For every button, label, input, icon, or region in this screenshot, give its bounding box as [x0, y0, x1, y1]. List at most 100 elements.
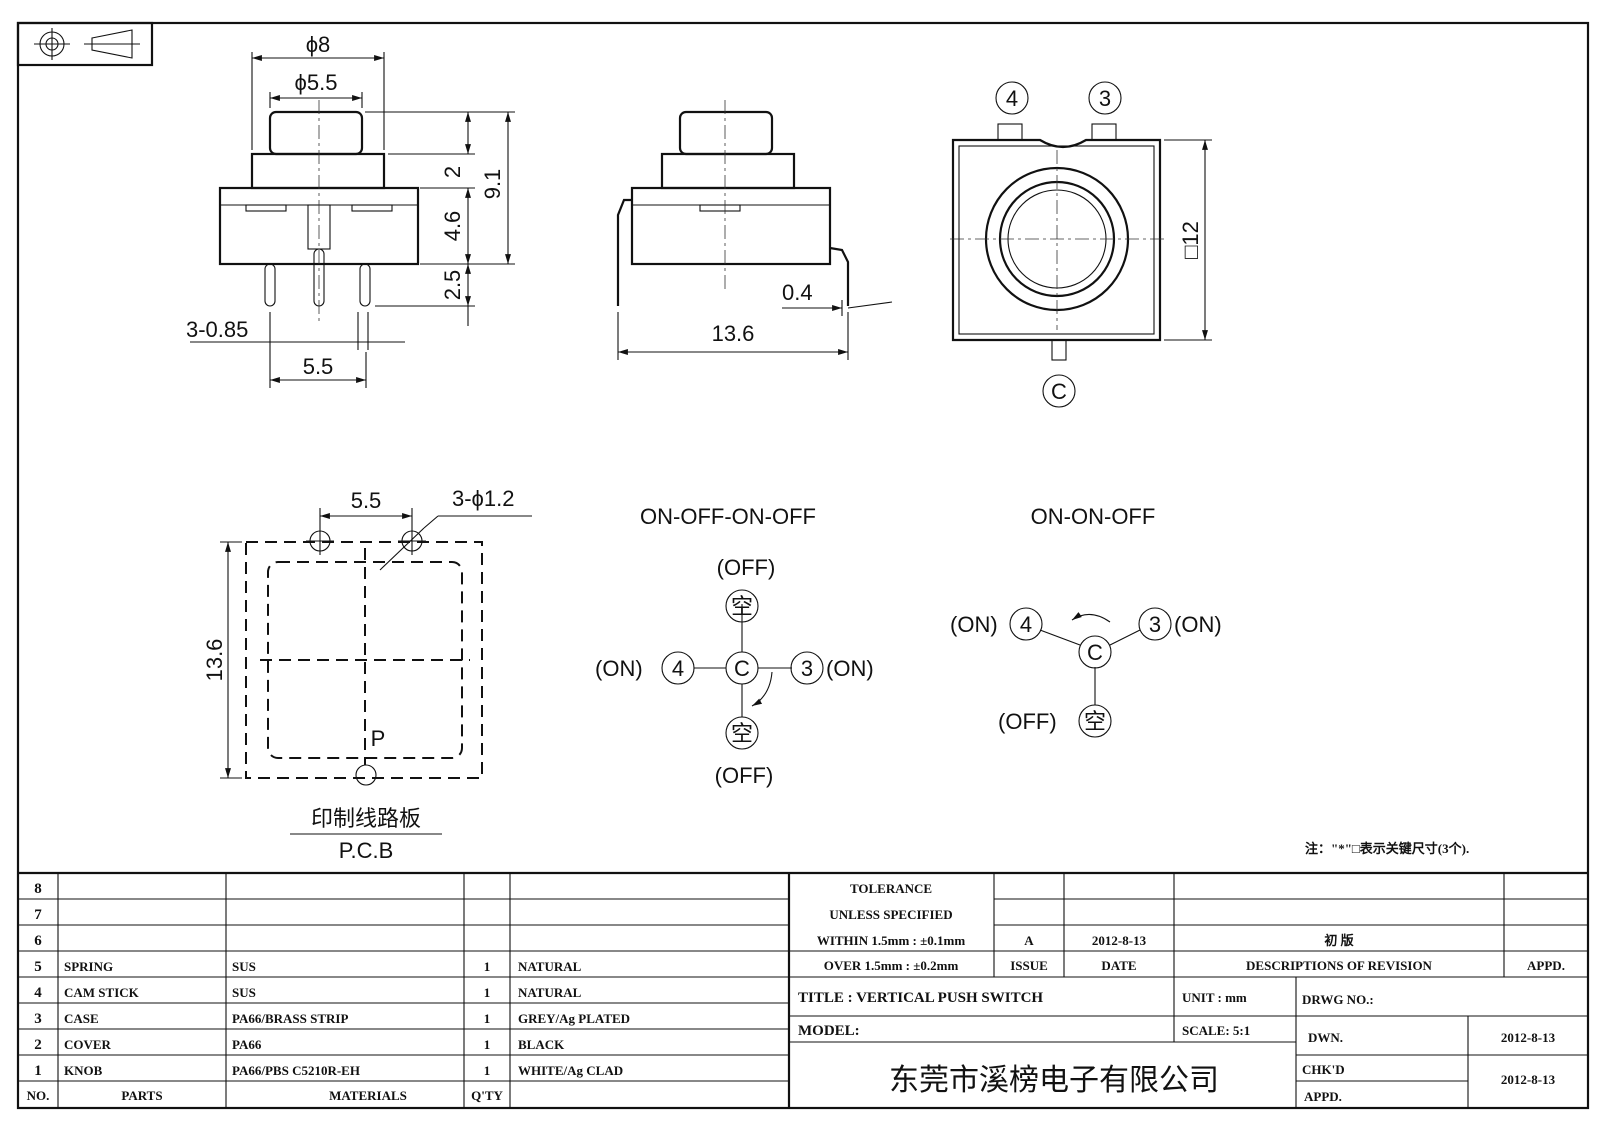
front-pin-height: 2.5: [440, 270, 465, 301]
front-total-height: 9.1: [480, 169, 505, 200]
diagram-1-pin-4: 4: [672, 656, 684, 681]
dwn-label: DWN.: [1308, 1030, 1343, 1045]
parts-row-no: 1: [34, 1063, 42, 1079]
diagram-2-right: (ON): [1174, 612, 1222, 637]
parts-row-6: 6: [34, 933, 42, 949]
diagram-1-null-bottom: 空: [731, 721, 753, 746]
parts-row-qty: 1: [484, 1037, 491, 1052]
revision-header-issue: ISSUE: [1010, 958, 1048, 973]
diagram-1-null-top: 空: [731, 594, 753, 619]
drawing-title: TITLE : VERTICAL PUSH SWITCH: [798, 990, 1043, 1006]
parts-row-finish: WHITE/Ag CLAD: [518, 1063, 623, 1078]
pcb-label-en: P.C.B: [339, 838, 394, 863]
parts-row-qty: 1: [484, 1063, 491, 1078]
parts-row-part: COVER: [64, 1037, 112, 1052]
front-dia-outer: ϕ8: [306, 32, 331, 57]
top-size: □12: [1178, 221, 1203, 259]
parts-row-no: 4: [34, 985, 42, 1001]
diagram-1-left: (ON): [595, 656, 643, 681]
revision-desc: 初 版: [1324, 933, 1353, 948]
parts-row-material: SUS: [232, 985, 256, 1000]
front-dia-inner: ϕ5.5: [295, 70, 338, 95]
drawing-scale: SCALE: 5:1: [1182, 1023, 1250, 1038]
front-pin-diameter: 3-0.85: [186, 317, 248, 342]
tolerance-line-4: OVER 1.5mm : ±0.2mm: [824, 958, 959, 973]
parts-row-no: 3: [34, 1011, 42, 1027]
front-cap-height: 2: [440, 166, 465, 178]
projection-symbol-icon: [16, 21, 154, 67]
drawing-model: MODEL:: [798, 1023, 860, 1039]
front-pin-pitch: 5.5: [303, 354, 334, 379]
revision-issue: A: [1024, 933, 1034, 948]
parts-table: 8 7 6 5 SPRING SUS 1 NATURAL 4 CAM STICK…: [27, 881, 630, 1103]
pcb-layout: [220, 508, 532, 835]
switch-diagram-2: [1009, 607, 1172, 738]
parts-header-materials: MATERIALS: [329, 1088, 407, 1103]
tolerance-line-3: WITHIN 1.5mm : ±0.1mm: [817, 933, 965, 948]
switch-diagram-1: [661, 589, 824, 750]
pcb-size: 13.6: [202, 639, 227, 682]
tolerance-line-2: UNLESS SPECIFIED: [829, 907, 952, 922]
revision-date: 2012-8-13: [1092, 933, 1147, 948]
drawing-number-label: DRWG NO.:: [1302, 992, 1374, 1007]
top-pin-3-label: 3: [1099, 86, 1111, 111]
parts-row-material: SUS: [232, 959, 256, 974]
top-view: [950, 81, 1212, 408]
diagram-2-pin-c: C: [1087, 640, 1103, 665]
parts-row-no: 8: [34, 881, 42, 897]
parts-row-no: 6: [34, 933, 42, 949]
side-thickness: 0.4: [782, 280, 813, 305]
title-block-grid: [18, 871, 1588, 1108]
diagram-1-pin-3: 3: [801, 656, 813, 681]
chkd-date: 2012-8-13: [1501, 1072, 1556, 1087]
top-pin-c-label: C: [1051, 379, 1067, 404]
parts-row-material: PA66/PBS C5210R-EH: [232, 1063, 360, 1078]
parts-row-finish: NATURAL: [518, 959, 582, 974]
drawing-unit: UNIT : mm: [1182, 990, 1247, 1005]
diagram-2-title: ON-ON-OFF: [1031, 504, 1156, 529]
parts-row-material: PA66: [232, 1037, 262, 1052]
parts-row-finish: GREY/Ag PLATED: [518, 1011, 630, 1026]
drawing-frame: [16, 21, 1590, 1110]
company-name: 东莞市溪榜电子有限公司: [889, 1063, 1219, 1098]
parts-row-part: KNOB: [64, 1063, 103, 1078]
tolerance-line-1: TOLERANCE: [850, 881, 932, 896]
parts-row-finish: BLACK: [518, 1037, 565, 1052]
parts-row-5: 5 SPRING SUS 1 NATURAL: [34, 959, 581, 975]
parts-row-qty: 1: [484, 985, 491, 1000]
parts-row-no: 7: [34, 907, 42, 923]
pcb-marker: P: [371, 726, 386, 751]
diagram-2-bottom: (OFF): [998, 709, 1057, 734]
diagram-1-right: (ON): [826, 656, 874, 681]
parts-row-2: 2 COVER PA66 1 BLACK: [34, 1037, 565, 1053]
front-body-height: 4.6: [440, 211, 465, 242]
pcb-pitch: 5.5: [351, 488, 382, 513]
parts-row-finish: NATURAL: [518, 985, 582, 1000]
revision-header-date: DATE: [1101, 958, 1136, 973]
diagram-1-title: ON-OFF-ON-OFF: [640, 504, 816, 529]
diagram-1-top: (OFF): [717, 555, 776, 580]
diagram-2-null: 空: [1084, 709, 1106, 734]
side-width: 13.6: [712, 321, 755, 346]
chkd-label: CHK'D: [1302, 1062, 1345, 1077]
revision-header-desc: DESCRIPTIONS OF REVISION: [1246, 958, 1433, 973]
dwn-date: 2012-8-13: [1501, 1030, 1556, 1045]
parts-row-3: 3 CASE PA66/BRASS STRIP 1 GREY/Ag PLATED: [34, 1011, 630, 1027]
diagram-1-pin-c: C: [734, 656, 750, 681]
parts-row-material: PA66/BRASS STRIP: [232, 1011, 348, 1026]
parts-row-part: CASE: [64, 1011, 99, 1026]
parts-row-part: CAM STICK: [64, 985, 140, 1000]
front-view: [190, 52, 515, 388]
key-dimension-note: 注："*"□表示关键尺寸(3个).: [1305, 841, 1469, 856]
pcb-holes: 3-ϕ1.2: [452, 486, 514, 511]
parts-row-4: 4 CAM STICK SUS 1 NATURAL: [34, 985, 581, 1001]
parts-row-7: 7: [34, 907, 42, 923]
parts-row-no: 2: [34, 1037, 42, 1053]
appd-label: APPD.: [1304, 1089, 1342, 1104]
parts-row-qty: 1: [484, 1011, 491, 1026]
parts-header-no: NO.: [27, 1088, 50, 1103]
side-view: [616, 100, 893, 360]
diagram-2-left: (ON): [950, 612, 998, 637]
top-pin-4-label: 4: [1006, 86, 1018, 111]
pcb-label-cn: 印制线路板: [311, 806, 421, 831]
